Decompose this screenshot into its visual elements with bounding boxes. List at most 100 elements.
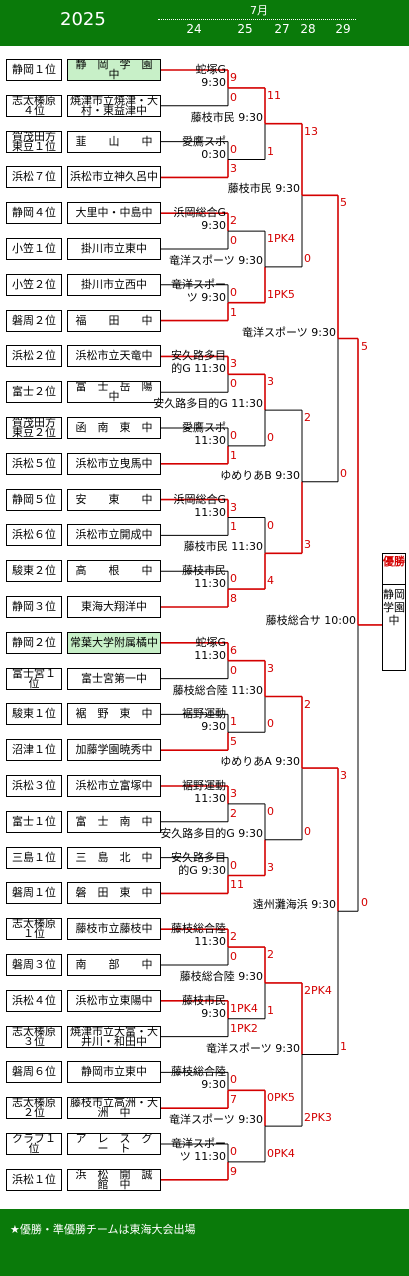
seed-cell: 浜松２位 — [6, 345, 62, 368]
score-top: 2 — [304, 411, 311, 425]
team-cell: 富 士 岳 陽 中 — [67, 381, 161, 404]
score-bottom: 0 — [361, 896, 368, 910]
seed-cell: 志太榛原２位 — [6, 1097, 62, 1120]
venue-label: 愛鷹スポ — [182, 420, 226, 434]
venue-label: ゆめりあA 9:30 — [220, 755, 300, 769]
date-label: 29 — [335, 22, 351, 36]
seed-cell: 静岡２位 — [6, 631, 62, 654]
team-cell: 浜 松 開 誠 館 中 — [67, 1168, 161, 1191]
score-top: 0 — [230, 1073, 237, 1087]
team-cell: 安 東 中 — [67, 488, 161, 511]
venue-label: 藤枝総合陸 11:30 — [172, 683, 263, 697]
time-label: 的G 11:30 — [171, 362, 226, 376]
score-top: 2 — [230, 930, 237, 944]
score-bottom: 0 — [340, 466, 347, 480]
time-label: 9:30 — [201, 1078, 226, 1092]
score-top: 3 — [230, 500, 237, 514]
venue-label: 浜岡総合G — [173, 492, 226, 506]
seed-cell: 駿東１位 — [6, 703, 62, 726]
seed-cell: 浜松３位 — [6, 775, 62, 797]
venue-label: 藤枝市民 11:30 — [183, 540, 263, 554]
venue-label: 竜洋スポーツ 9:30 — [169, 1113, 263, 1127]
team-cell: 三 島 北 中 — [67, 846, 161, 869]
team-cell: 浜松市立開成中 — [67, 524, 161, 547]
seed-cell: 富士２位 — [6, 381, 62, 404]
venue-label: 竜洋スポー — [171, 277, 226, 291]
team-cell: 静 岡 学 園 中 — [67, 59, 161, 81]
score-bottom: 0 — [230, 950, 237, 963]
team-cell: 函 南 東 中 — [67, 417, 161, 439]
time-label: 11:30 — [194, 791, 226, 805]
score-bottom: 8 — [230, 592, 237, 605]
score-top: 2 — [267, 948, 274, 962]
score-top: 0 — [230, 572, 237, 586]
score-bottom: 0 — [230, 663, 237, 677]
venue-label: 安久路多目的G 9:30 — [160, 826, 263, 840]
score-top: 1PK4 — [267, 232, 295, 246]
champion-label: 優勝 — [383, 555, 405, 568]
score-top: 5 — [340, 196, 347, 210]
score-bottom: 1 — [267, 144, 274, 158]
team-cell: 焼津市立焼津・大村・東益津中 — [67, 94, 161, 117]
time-label: 11:30 — [194, 577, 226, 591]
score-top: 0 — [230, 858, 237, 872]
team-cell: 藤枝市立高洲・大 洲 中 — [67, 1097, 161, 1120]
score-top: 1 — [230, 715, 237, 729]
venue-label: 安久路多目的G 11:30 — [153, 397, 263, 411]
seed-cell: 志太榛原４位 — [6, 94, 62, 117]
team-cell: 富士宮第一中 — [67, 667, 161, 690]
venue-label: 安久路多目 — [171, 349, 226, 363]
score-bottom: 1 — [267, 1003, 274, 1017]
score-bottom: 7 — [230, 1093, 237, 1107]
seed-cell: 賀茂田方東豆１位 — [6, 130, 62, 153]
score-top: 0 — [267, 804, 274, 818]
score-bottom: 0 — [304, 824, 311, 838]
venue-label: 浜岡総合G — [173, 206, 226, 220]
team-cell: 加藤学園暁秀中 — [67, 739, 161, 762]
score-bottom: 3 — [230, 162, 237, 176]
time-label: 9:30 — [201, 75, 226, 89]
score-top: 0 — [230, 142, 237, 156]
time-label: 11:30 — [194, 648, 226, 662]
time-label: 9:30 — [201, 720, 226, 734]
score-top: 0 — [230, 285, 237, 299]
seed-cell: 駿東２位 — [6, 560, 62, 583]
venue-label: 竜洋スポー — [171, 1136, 226, 1150]
date-divider — [158, 19, 356, 20]
seed-cell: 小笠２位 — [6, 273, 62, 296]
time-label: 11:30 — [194, 433, 226, 447]
score-bottom: 0 — [267, 430, 274, 444]
score-bottom: 1 — [340, 1039, 347, 1053]
score-bottom: 5 — [230, 735, 237, 749]
venue-label: 安久路多目 — [171, 850, 226, 864]
score-bottom: 3 — [304, 538, 311, 552]
venue-label: 藤枝市民 — [182, 993, 226, 1007]
team-cell: 浜松市立東陽中 — [67, 989, 161, 1012]
score-bottom: 1 — [230, 305, 237, 319]
score-bottom: 3 — [267, 860, 274, 874]
seed-cell: 静岡４位 — [6, 202, 62, 225]
score-bottom: 0 — [267, 717, 274, 731]
team-cell: 焼津市立大富・大井川・和田中 — [67, 1025, 161, 1048]
team-cell: ア レ ス グ ー ト — [67, 1133, 161, 1155]
team-cell: 浜松市立富塚中 — [67, 775, 161, 797]
venue-label: 藤枝市民 — [182, 564, 226, 578]
venue-label: 裾野運動 — [182, 707, 226, 721]
venue-label: 竜洋スポーツ 9:30 — [169, 253, 263, 267]
seed-cell: 磐周２位 — [6, 309, 62, 332]
score-bottom: 0 — [304, 251, 311, 265]
team-cell: 東海大翔洋中 — [67, 596, 161, 618]
venue-label: 藤枝総合サ 10:00 — [265, 613, 356, 627]
team-cell: 富 士 南 中 — [67, 810, 161, 833]
seed-cell: 浜松１位 — [6, 1168, 62, 1191]
seed-cell: 静岡３位 — [6, 596, 62, 618]
time-label: 9:30 — [201, 1006, 226, 1020]
venue-label: 蛇塚G — [195, 635, 226, 649]
venue-label: 藤枝総合陸 — [171, 922, 226, 936]
seed-cell: 三島１位 — [6, 846, 62, 869]
score-top: 0PK5 — [267, 1091, 295, 1105]
score-top: 3 — [230, 787, 237, 800]
venue-label: 藤枝総合陸 9:30 — [179, 969, 263, 983]
venue-label: 愛鷹スポ — [182, 134, 226, 148]
seed-cell: 浜松４位 — [6, 989, 62, 1012]
